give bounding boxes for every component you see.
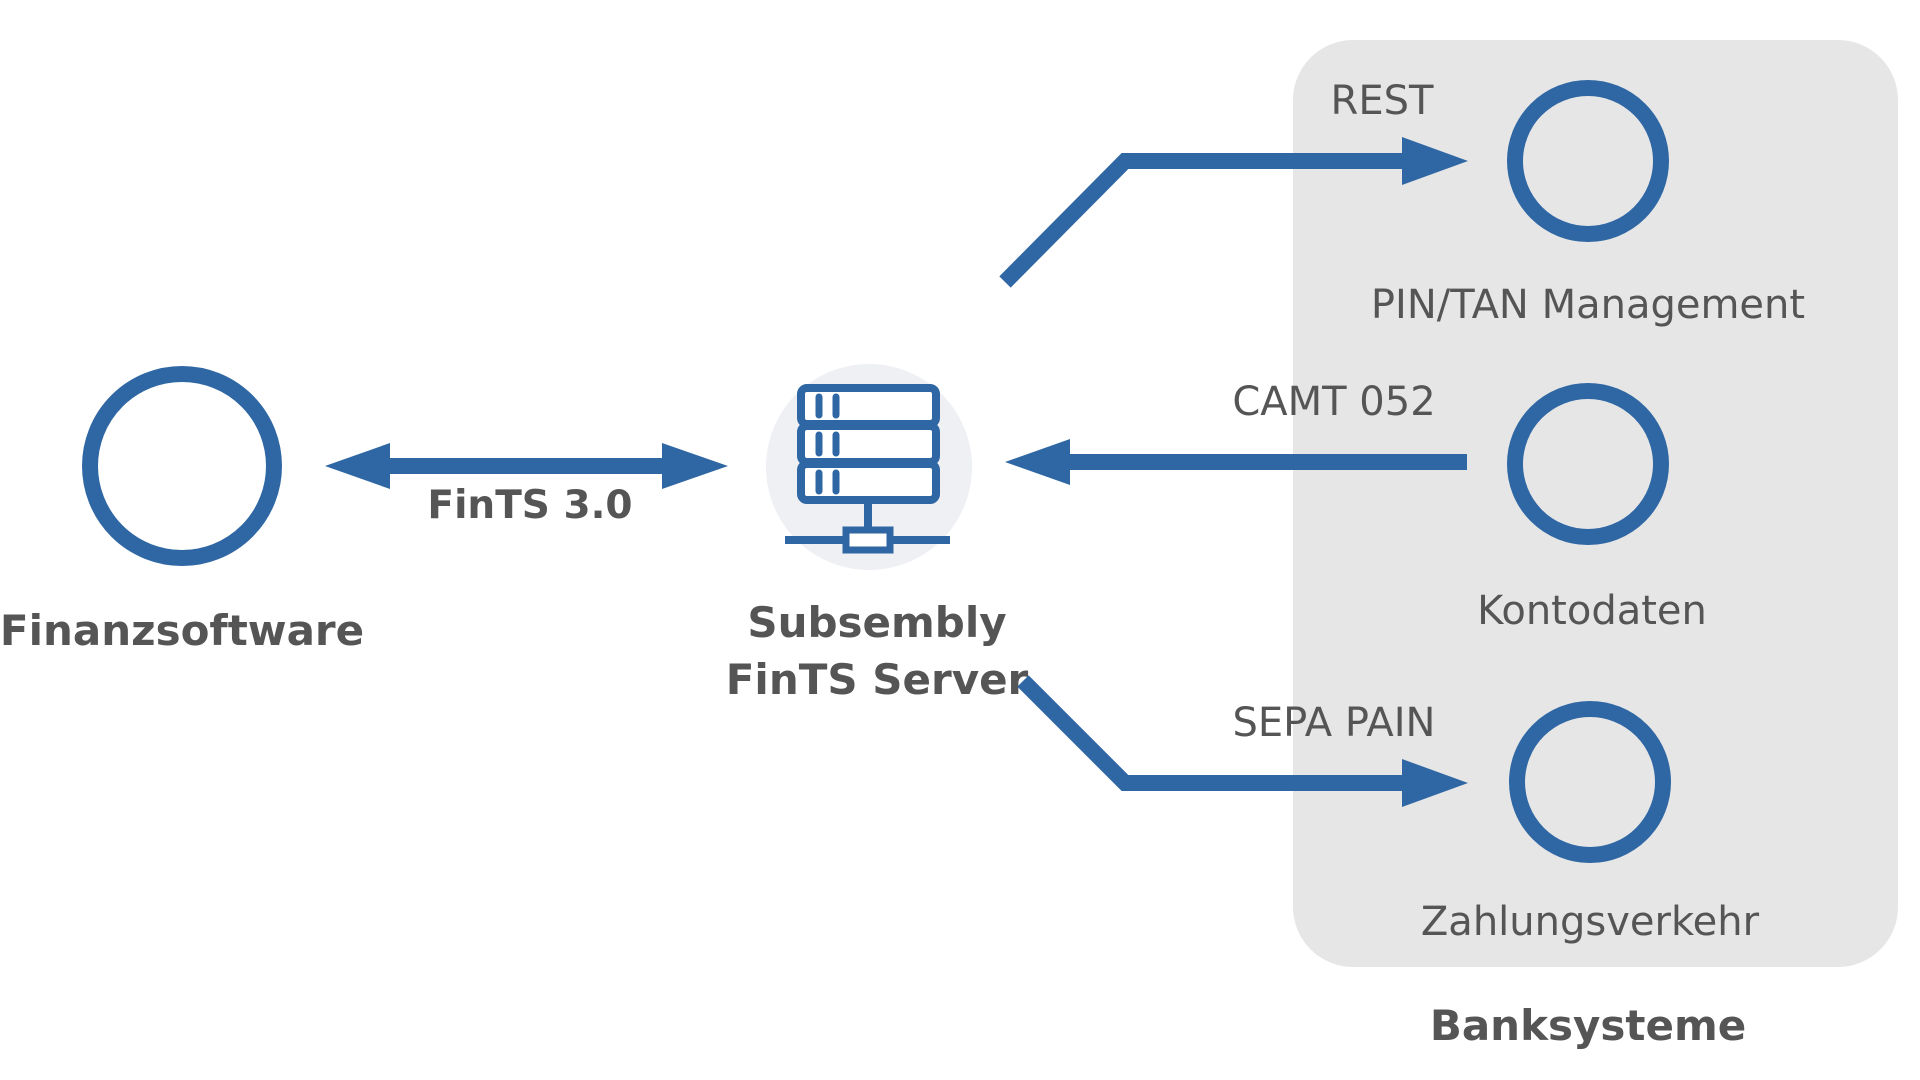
banksysteme-panel (1293, 40, 1898, 967)
camt-connection-arrow (1005, 439, 1467, 485)
fints-connection-arrow (325, 443, 728, 489)
zahlungsverkehr-label: Zahlungsverkehr (1421, 899, 1760, 945)
kontodaten-label: Kontodaten (1477, 588, 1707, 634)
server-icon (766, 364, 972, 570)
pin-tan-circle-icon (1507, 80, 1669, 242)
server-label-line2: FinTS Server (726, 655, 1029, 704)
sepa-connection-arrow (1017, 675, 1468, 807)
server-label-line1: Subsembly (747, 598, 1006, 647)
zahlungsverkehr-circle-icon (1509, 701, 1671, 863)
pin-tan-label: PIN/TAN Management (1371, 282, 1805, 328)
kontodaten-circle-icon (1507, 383, 1669, 545)
camt-connection-label: CAMT 052 (1232, 379, 1435, 425)
rest-connection-label: REST (1331, 78, 1434, 124)
rest-connection-arrow (999, 137, 1468, 288)
fints-connection-label: FinTS 3.0 (427, 483, 632, 528)
finanzsoftware-label: Finanzsoftware (0, 606, 364, 655)
sepa-connection-label: SEPA PAIN (1233, 700, 1436, 746)
finanzsoftware-circle-icon (82, 366, 282, 566)
banksysteme-label: Banksysteme (1430, 1001, 1746, 1050)
